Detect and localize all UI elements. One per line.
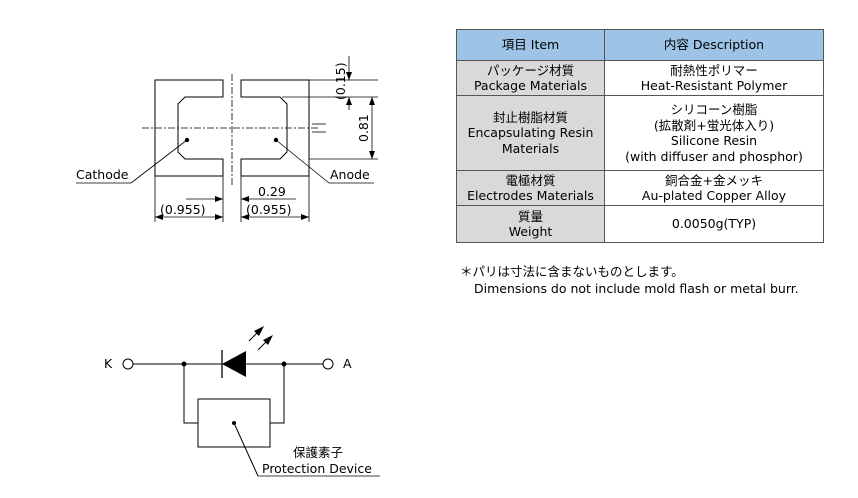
- item-text: Weight: [508, 224, 553, 239]
- note-line-en: Dimensions do not include mold flash or …: [474, 281, 799, 296]
- description-text: (拡散剤+蛍光体入り): [653, 117, 775, 133]
- table-row: 電極材質 Electrodes Materials 銅合金+金メッキ Au-pl…: [456, 170, 824, 206]
- protection-label-en: Protection Device: [262, 461, 372, 476]
- description-text: Heat-Resistant Polymer: [640, 78, 788, 93]
- terminal-a: [322, 358, 334, 370]
- row-item: 封止樹脂材質 Encapsulating Resin Materials: [456, 95, 605, 171]
- description-text: シリコーン樹脂: [670, 102, 758, 117]
- description-text: 0.0050g(TYP): [671, 216, 757, 232]
- terminal-k-label: K: [104, 356, 113, 371]
- table-row: 質量 Weight 0.0050g(TYP): [456, 205, 824, 243]
- item-text: Materials: [501, 140, 560, 156]
- row-item: パッケージ材質 Package Materials: [456, 60, 605, 96]
- row-description: 0.0050g(TYP): [604, 205, 824, 243]
- item-text: 質量: [517, 208, 543, 224]
- row-item: 質量 Weight: [456, 205, 605, 243]
- anode-pad-outline: [240, 79, 310, 177]
- protection-label-jp: 保護素子: [293, 445, 343, 460]
- anode-label: Anode: [330, 167, 370, 182]
- table-row: 封止樹脂材質 Encapsulating Resin Materials シリコ…: [456, 95, 824, 171]
- terminal-k: [122, 358, 134, 370]
- item-text: パッケージ材質: [486, 62, 575, 78]
- cathode-leader: [130, 139, 188, 184]
- description-text: Silicone Resin: [670, 133, 758, 148]
- row-description: シリコーン樹脂 (拡散剤+蛍光体入り) Silicone Resin (with…: [604, 95, 824, 171]
- description-text: (with diffuser and phosphor): [625, 148, 803, 164]
- table-header-row: 項目 Item 内容 Description: [456, 29, 824, 61]
- header-item: 項目 Item: [456, 29, 605, 61]
- header-description: 内容 Description: [604, 29, 824, 61]
- item-text: Electrodes Materials: [467, 188, 594, 203]
- description-text: 耐熱性ポリマー: [670, 62, 758, 78]
- dimension-top-offset: (0.15): [333, 62, 348, 100]
- dimension-left-width: (0.955): [160, 202, 206, 217]
- description-text: Au-plated Copper Alloy: [641, 188, 787, 203]
- dimension-gap: 0.29: [258, 184, 286, 199]
- materials-table: 項目 Item 内容 Description パッケージ材質 Package M…: [456, 29, 824, 243]
- dimension-height: 0.81: [356, 114, 371, 142]
- item-text: 電極材質: [505, 172, 556, 188]
- protection-device: [197, 398, 271, 448]
- row-description: 耐熱性ポリマー Heat-Resistant Polymer: [604, 60, 824, 96]
- anode-leader: [275, 139, 330, 184]
- cathode-label: Cathode: [76, 167, 129, 182]
- note-line-jp: ＊パリは寸法に含まないものとします。: [460, 264, 684, 279]
- dimension-note: ＊パリは寸法に含まないものとします。 Dimensions do not inc…: [460, 263, 799, 297]
- dimension-right-width: (0.955): [246, 202, 292, 217]
- item-text: Package Materials: [473, 78, 588, 93]
- led-triangle-icon: [222, 351, 246, 377]
- protection-branch: [183, 364, 285, 424]
- terminal-a-label: A: [343, 356, 352, 371]
- row-item: 電極材質 Electrodes Materials: [456, 170, 605, 206]
- description-text: 銅合金+金メッキ: [665, 172, 763, 188]
- item-text: 封止樹脂材質: [492, 109, 568, 125]
- table-row: パッケージ材質 Package Materials 耐熱性ポリマー Heat-R…: [456, 60, 824, 96]
- item-text: Encapsulating Resin: [467, 125, 594, 141]
- cathode-pad-outline: [154, 79, 224, 177]
- row-description: 銅合金+金メッキ Au-plated Copper Alloy: [604, 170, 824, 206]
